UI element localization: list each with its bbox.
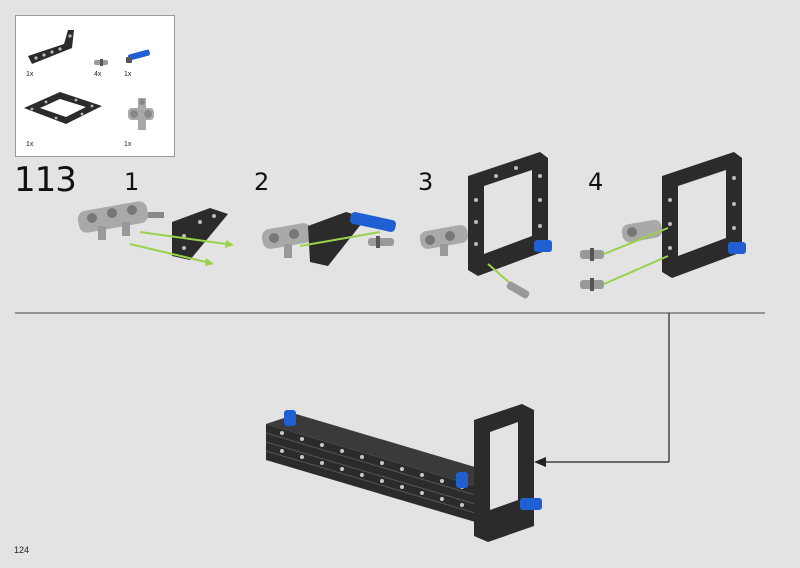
parts-list-callout: 1x 4x 1x 1x 1x bbox=[15, 15, 175, 157]
l-beam-quantity: 1x bbox=[26, 71, 34, 78]
gray-pin-quantity: 4x bbox=[94, 71, 102, 78]
page-number: 124 bbox=[14, 545, 30, 555]
substep-1-label: 1 bbox=[124, 168, 140, 196]
main-assembly-illustration bbox=[265, 404, 542, 542]
callout-arrow bbox=[534, 313, 670, 467]
substep-2-label: 2 bbox=[254, 168, 270, 196]
frame-part-icon bbox=[24, 92, 102, 124]
blue-pin-quantity: 1x bbox=[124, 71, 132, 78]
blue-pin-part-icon bbox=[126, 49, 150, 63]
parts-illustrations bbox=[24, 30, 154, 130]
substep-4-illustration bbox=[580, 152, 746, 291]
substep-4-label: 4 bbox=[588, 168, 604, 196]
substep-2-illustration bbox=[261, 212, 397, 266]
substep-3-label: 3 bbox=[418, 168, 434, 196]
l-beam-part-icon bbox=[28, 30, 74, 64]
step-number: 113 bbox=[14, 160, 77, 200]
substep-1-illustration bbox=[77, 201, 234, 266]
connector-quantity: 1x bbox=[124, 141, 132, 148]
frame-quantity: 1x bbox=[26, 141, 34, 148]
gray-pin-part-icon bbox=[94, 59, 108, 66]
cross-connector-part-icon bbox=[128, 98, 154, 130]
substep-3-illustration bbox=[419, 152, 552, 299]
